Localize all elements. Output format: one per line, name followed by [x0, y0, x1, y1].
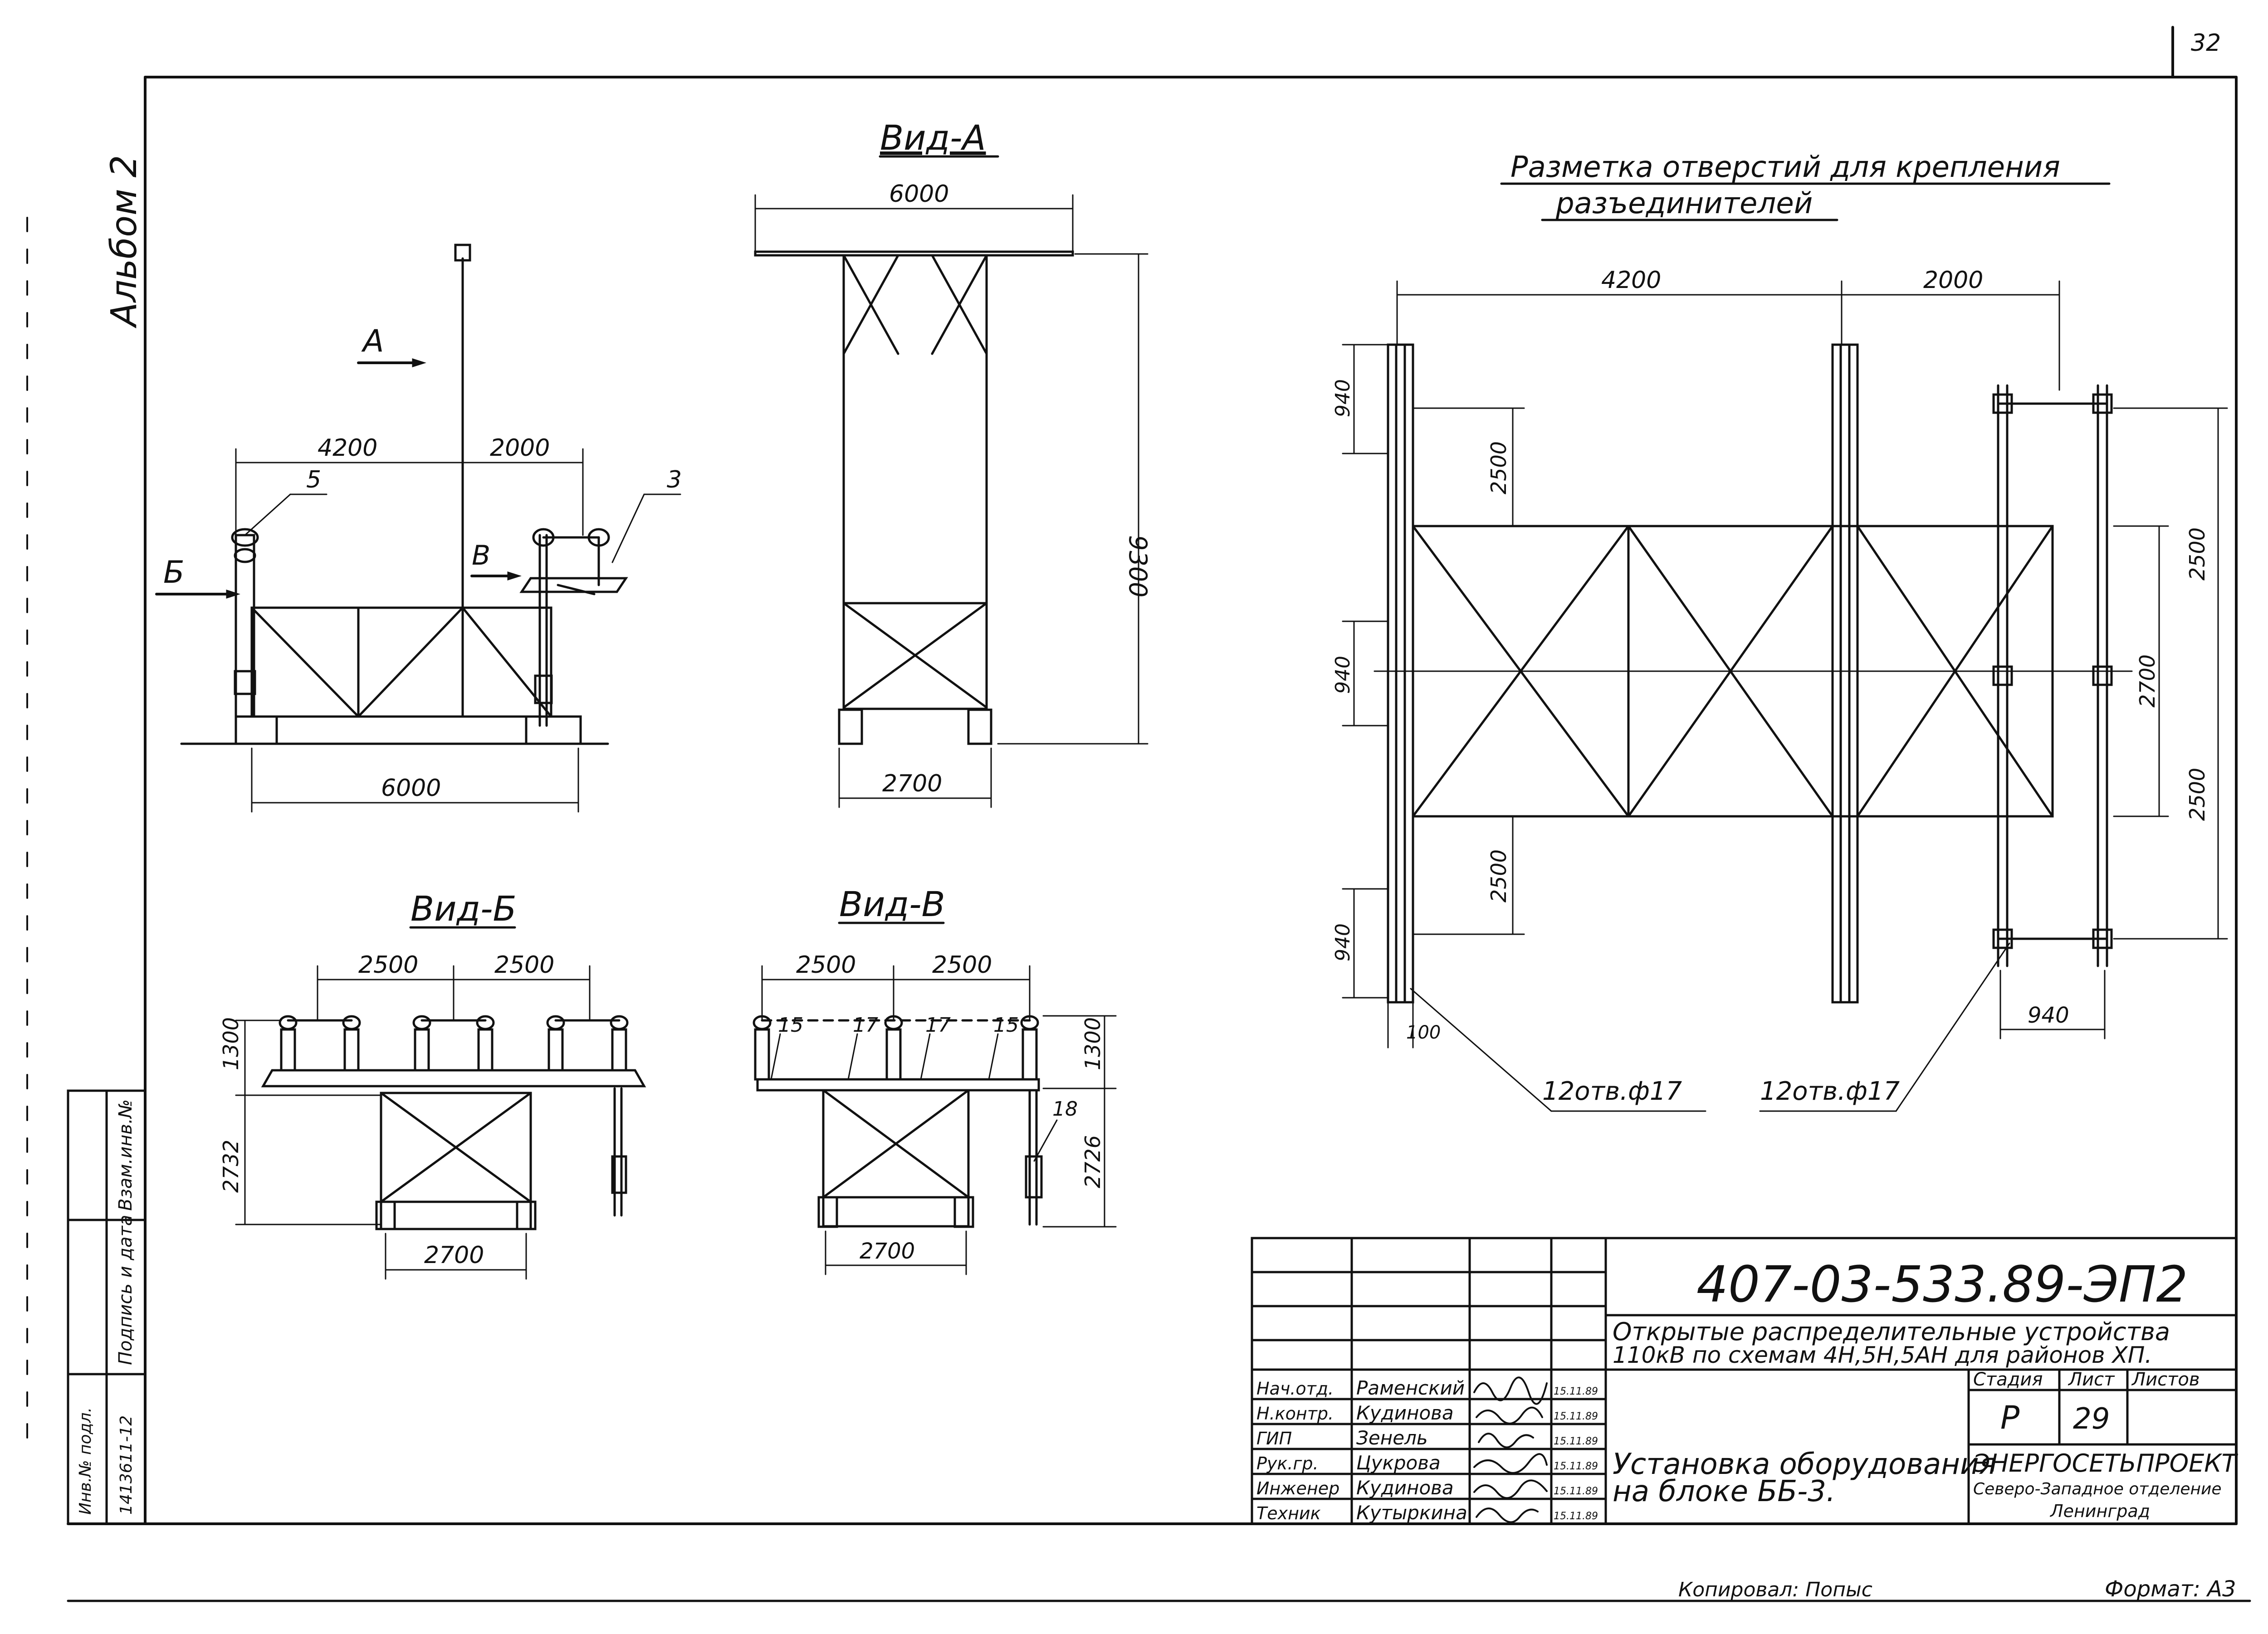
callout-18: 18: [1052, 1097, 1078, 1121]
view-v-dimensions: [761, 965, 1117, 1275]
plan-dim-right-2500-bottom: 2500: [2185, 768, 2209, 821]
main-dim-total: 6000: [381, 775, 441, 802]
side-stamp-ref-label: Взам.инв.№: [115, 1099, 136, 1211]
plan-dim-940-right: 940: [2028, 1003, 2069, 1028]
plan-dim-100: 100: [1406, 1022, 1441, 1043]
org-name: ЭНЕРГОСЕТЬПРОЕКТ: [1973, 1449, 2239, 1478]
view-v-dim-lower: 2726: [1080, 1135, 1105, 1188]
staff-role: Нач.отд.: [1256, 1379, 1334, 1399]
callout-15a: 15: [778, 1014, 803, 1037]
plan-title-line1: Разметка отверстий для крепления: [1510, 151, 2060, 184]
view-b-dim-1: 2500: [358, 951, 418, 979]
view-a-dim-base: 2700: [882, 770, 942, 797]
staff-date: 15.11.89: [1554, 1411, 1598, 1422]
view-a-structure: [754, 250, 1074, 745]
view-v-dim-1: 2500: [796, 951, 856, 979]
staff-role: ГИП: [1256, 1429, 1292, 1449]
main-side-view: [180, 244, 628, 745]
sheet-label: Лист: [2068, 1369, 2115, 1390]
sheet-title-line1: Установка оборудования: [1613, 1448, 1996, 1481]
view-b-dim-lower: 2732: [219, 1140, 243, 1193]
arrow-a-label: А: [361, 323, 384, 359]
plan-dim-940-mid: 940: [1331, 656, 1354, 694]
sheet-title-line2: на блоке ББ-3.: [1613, 1475, 1835, 1508]
page-number: 32: [2191, 29, 2221, 57]
plan-dim-4200: 4200: [1601, 267, 1661, 294]
callout-5: 5: [306, 466, 321, 493]
callout-17a: 17: [853, 1014, 878, 1037]
plan-dim-940-bottom: 940: [1331, 923, 1354, 961]
view-v-dim-2: 2500: [932, 951, 992, 979]
org-city: Ленинград: [2049, 1501, 2150, 1521]
view-b-title: Вид-Б: [411, 888, 517, 929]
project-line1: Открытые распределительные устройства: [1613, 1317, 2170, 1346]
main-dim-left: 4200: [318, 434, 377, 462]
view-v-dim-base: 2700: [860, 1239, 915, 1264]
staff-role: Рук.гр.: [1256, 1454, 1319, 1473]
plan-dim-2500-bottom: 2500: [1486, 849, 1511, 902]
staff-name: Раменский: [1356, 1377, 1465, 1399]
staff-role: Н.контр.: [1256, 1404, 1334, 1424]
staff-date: 15.11.89: [1554, 1486, 1598, 1497]
title-block-grid: [1251, 1237, 2238, 1525]
side-stamp-inv-value: 1413611-12: [117, 1415, 136, 1515]
view-a-dim-height: 9300: [1124, 535, 1152, 597]
plan-dim-2000: 2000: [1923, 267, 1983, 294]
staff-date: 15.11.89: [1554, 1461, 1598, 1472]
view-v-title: Вид-В: [839, 884, 945, 924]
staff-role: Инженер: [1256, 1478, 1339, 1498]
format-note: Формат: А3: [2105, 1576, 2236, 1602]
copy-note: Копировал: Попыс: [1678, 1578, 1872, 1601]
stage-label: Стадия: [1973, 1369, 2043, 1390]
signatures: [1473, 1376, 1548, 1523]
doc-code: 407-03-533.89-ЭП2: [1696, 1255, 2188, 1313]
plan-dim-right-2700: 2700: [2135, 654, 2160, 707]
main-dim-right: 2000: [490, 434, 550, 462]
callout-17b: 17: [925, 1014, 951, 1037]
album-label: Альбом 2: [104, 155, 145, 329]
view-v-structure: [753, 1015, 1043, 1228]
arrow-v-label: В: [472, 540, 490, 571]
plan-structure: [1374, 343, 2133, 1004]
side-stamp-sign-label: Подпись и дата: [115, 1215, 136, 1365]
stage-value: Р: [2000, 1399, 2020, 1436]
sheet-value: 29: [2073, 1402, 2110, 1436]
staff-name: Кудинова: [1356, 1477, 1454, 1499]
plan-dim-940-top: 940: [1331, 379, 1354, 417]
plan-title-line2: разъединителей: [1555, 187, 1813, 220]
view-a-title: Вид-А: [880, 117, 986, 158]
main-side-view-dimensions: [155, 358, 681, 813]
staff-name: Кудинова: [1356, 1402, 1454, 1424]
sheets-label: Листов: [2131, 1369, 2200, 1390]
org-branch: Северо-Западное отделение: [1973, 1480, 2222, 1498]
staff-date: 15.11.89: [1554, 1436, 1598, 1447]
staff-date: 15.11.89: [1554, 1386, 1598, 1397]
callout-15b: 15: [993, 1014, 1019, 1037]
view-v-dim-upper: 1300: [1080, 1017, 1105, 1070]
plan-dim-2500-top: 2500: [1486, 441, 1511, 494]
plan-dimensions: [1342, 280, 2228, 1112]
side-stamp: [67, 1089, 147, 1525]
staff-date: 15.11.89: [1554, 1511, 1598, 1522]
staff-name: Кутыркина: [1356, 1502, 1467, 1524]
callout-3: 3: [667, 466, 682, 493]
side-stamp-inv-label: Инв.№ подл.: [76, 1407, 95, 1515]
plan-holes-left: 12отв.ф17: [1542, 1077, 1682, 1106]
view-b-dim-base: 2700: [424, 1242, 484, 1269]
staff-role: Техник: [1256, 1503, 1321, 1523]
view-b-dim-upper: 1300: [219, 1017, 243, 1070]
view-a-dimensions: [754, 194, 1149, 808]
view-b-structure: [261, 1015, 646, 1230]
plan-dim-right-2500-top: 2500: [2185, 527, 2209, 580]
view-a-dim-top: 6000: [889, 180, 949, 208]
arrow-b-label: Б: [163, 555, 185, 590]
staff-name: Цукрова: [1356, 1452, 1441, 1474]
view-b-dimensions: [235, 965, 591, 1280]
project-line2: 110кВ по схемам 4Н,5Н,5АН для районов ХП…: [1613, 1342, 2152, 1368]
plan-holes-right: 12отв.ф17: [1760, 1077, 1900, 1106]
view-b-dim-2: 2500: [494, 951, 554, 979]
staff-name: Зенель: [1356, 1427, 1428, 1449]
